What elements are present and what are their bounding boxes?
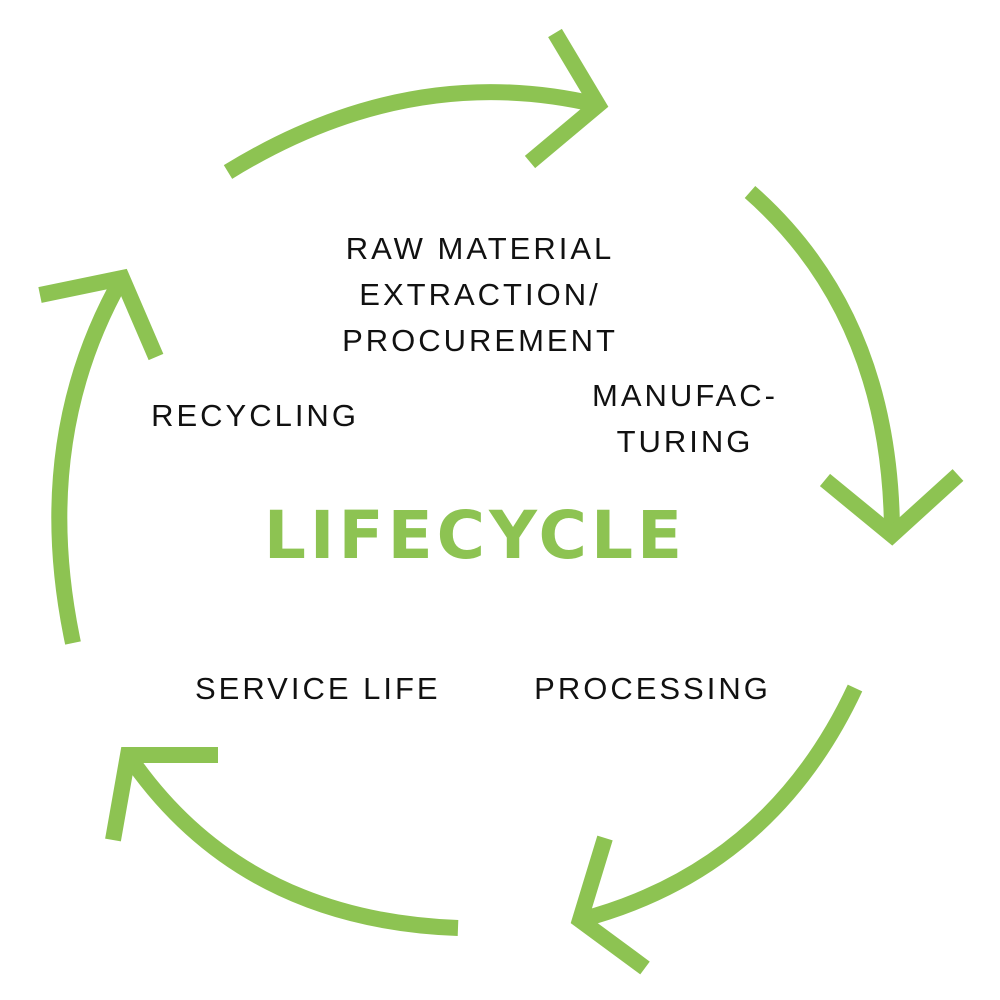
- curved-arrow-icon: [223, 84, 600, 179]
- arrow-raw-material-to-manufacturing: [744, 185, 964, 546]
- arrow-recycling-to-raw-material: [223, 28, 609, 179]
- curved-arrow-icon: [577, 684, 863, 928]
- arrow-recycling-upward: [38, 268, 164, 645]
- arrowhead-icon: [105, 747, 218, 842]
- stage-label-line: RAW MATERIAL: [345, 231, 615, 266]
- arrow-processing-to-service-life: [570, 684, 863, 975]
- stage-label-line: RECYCLING: [151, 398, 359, 433]
- arrowhead-icon: [819, 469, 964, 546]
- stage-label-recycling: RECYCLING: [150, 393, 360, 439]
- stage-label-line: SERVICE LIFE: [195, 671, 441, 706]
- curved-arrow-icon: [51, 274, 129, 645]
- stage-label-line: PROCUREMENT: [342, 323, 618, 358]
- stage-label-service-life: SERVICE LIFE: [195, 666, 441, 712]
- curved-arrow-icon: [744, 185, 900, 531]
- stage-label-line: MANUFAC-: [592, 378, 778, 413]
- curved-arrow-icon: [121, 750, 459, 936]
- stage-label-line: EXTRACTION/: [359, 277, 601, 312]
- arrowhead-icon: [38, 268, 164, 361]
- stage-label-raw-material-extraction: RAW MATERIAL EXTRACTION/ PROCUREMENT: [330, 226, 630, 364]
- stage-label-line: PROCESSING: [534, 671, 771, 706]
- arrow-service-life-to-recycling: [105, 747, 459, 936]
- diagram-title: LIFECYCLE: [263, 497, 687, 574]
- stage-label-processing: PROCESSING: [530, 666, 775, 712]
- arrowhead-icon: [524, 28, 609, 169]
- stage-label-line: TURING: [616, 424, 754, 459]
- arrowhead-icon: [570, 835, 650, 975]
- stage-label-manufacturing: MANUFAC- TURING: [575, 373, 795, 465]
